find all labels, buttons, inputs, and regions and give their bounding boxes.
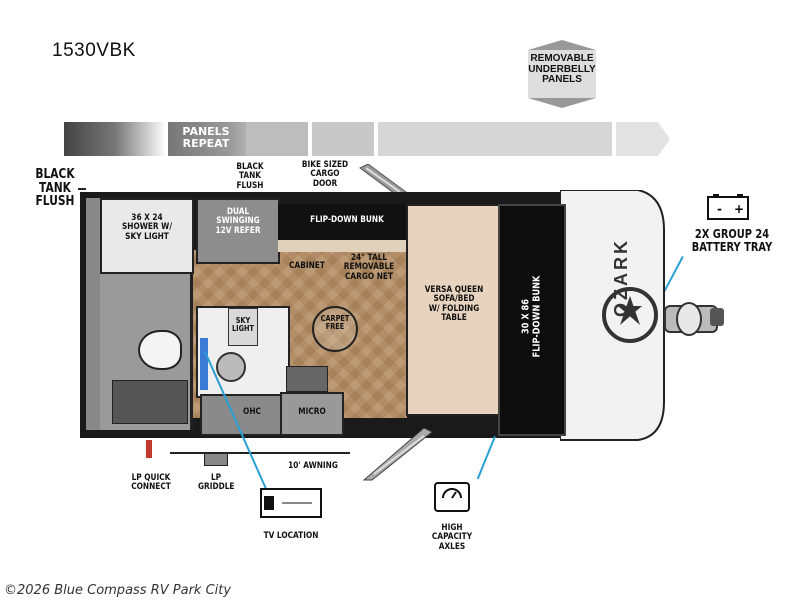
versa-queen-sofa: VERSA QUEEN SOFA/BED W/ FOLDING TABLE [406, 204, 502, 416]
flip-down-bunk-side: 30 X 86 FLIP-DOWN BUNK [498, 204, 566, 436]
cabinet-shelf [278, 240, 416, 252]
axle-pointer-line [476, 436, 496, 480]
sky-line2: LIGHT [232, 324, 254, 334]
cargo-line3: CARGO NET [345, 271, 393, 282]
entry-door-open-icon [362, 428, 433, 481]
cargo-net-label: 24" TALL REMOVABLE CARGO NET [340, 253, 397, 282]
lpqc-line1: LP QUICK [131, 473, 171, 483]
lp-griddle-label: LP GRIDDLE [197, 473, 235, 493]
versa-line4: TABLE [441, 313, 467, 324]
black-tank-pointer-line [78, 188, 86, 190]
carpet-line2: FREE [325, 322, 345, 332]
stove [286, 366, 328, 392]
btf-left-line2: FLUSH [35, 194, 75, 210]
nose-cap [560, 190, 665, 441]
panel-bar: PANELS REPEAT [64, 122, 670, 156]
tv-icon [260, 488, 322, 518]
battery-line2: BATTERY TRAY [691, 239, 773, 254]
axles-line1: HIGH CAPACITY [431, 523, 473, 543]
battery-tray-label: 2X GROUP 24 BATTERY TRAY [686, 228, 778, 253]
ohc-cabinet: OHC [200, 394, 284, 436]
versa-line2: SOFA/BED [433, 294, 475, 305]
panel-segment-4 [378, 122, 612, 156]
panel-segment-arrow [616, 122, 670, 156]
model-name: 1530VBK [52, 40, 136, 61]
panel-repeat-line2: REPEAT [182, 137, 230, 151]
underbelly-badge: REMOVABLE UNDERBELLY PANELS [522, 38, 602, 110]
tv-location-label: TV LOCATION [263, 531, 319, 541]
battery-icon: - + [707, 194, 749, 220]
axles-line2: AXLES [438, 541, 466, 552]
underbelly-arrow-icon [528, 40, 596, 108]
svg-text:+: + [734, 202, 744, 216]
bike-cargo-door-label: BIKE SIZED CARGO DOOR [298, 160, 352, 189]
bike-line1: BIKE SIZED [301, 160, 349, 170]
versa-line3: W/ FOLDING [428, 303, 480, 314]
scale-icon [434, 482, 470, 512]
refer-line2: SWINGING [216, 216, 260, 227]
lpg-line1: LP [210, 473, 222, 483]
side-bunk-line2: FLIP-DOWN BUNK [531, 275, 542, 358]
black-tank-flush-label-left: BLACK TANK FLUSH [26, 168, 83, 209]
underbelly-line3: PANELS [542, 74, 582, 85]
cargo-line1: 24" TALL [350, 253, 388, 263]
shower-line3: SKY LIGHT [125, 231, 169, 242]
underbelly-line2: UNDERBELLY [528, 63, 596, 75]
cabinet-label: CABINET [289, 261, 325, 271]
micro-label: MICRO [298, 407, 326, 417]
kitchen-sink [216, 352, 246, 382]
tv-led-strip [200, 338, 208, 390]
lp-quick-connect-icon [146, 440, 152, 458]
flip-bunk-top-label: FLIP-DOWN BUNK [310, 215, 384, 225]
microwave: MICRO [280, 392, 344, 436]
bathroom-vanity [112, 380, 188, 424]
toilet [138, 330, 182, 370]
bike-line2: CARGO DOOR [310, 169, 340, 189]
sky-line1: SKY [235, 316, 251, 325]
awning-label: 10' AWNING [288, 461, 338, 471]
lpg-line2: GRIDDLE [197, 482, 235, 493]
svg-text:-: - [717, 202, 722, 216]
lpqc-line2: CONNECT [131, 482, 171, 493]
sky-light: SKY LIGHT [228, 308, 258, 346]
btf-left-line1: BLACK TANK [35, 167, 75, 196]
panel-segment-3 [312, 122, 374, 156]
refer-line1: DUAL [226, 207, 250, 217]
panel-segment-2 [246, 122, 308, 156]
hitch-coupler [710, 308, 724, 326]
shower: 36 X 24 SHOWER W/ SKY LIGHT [100, 198, 194, 274]
lp-griddle-icon [204, 452, 228, 466]
refer-line3: 12V REFER [215, 225, 261, 236]
awning-line [170, 452, 350, 454]
cargo-line2: REMOVABLE [343, 262, 395, 273]
carpet-free-badge: CARPET FREE [312, 306, 358, 352]
versa-line1: VERSA QUEEN [424, 285, 484, 295]
brand-text: OZARK [611, 238, 631, 317]
refrigerator: DUAL SWINGING 12V REFER [196, 198, 280, 264]
panel-bar-start [64, 122, 166, 156]
hitch-jack [676, 302, 702, 336]
side-bunk-line1: 30 X 86 [520, 299, 532, 334]
shower-line2: SHOWER W/ [121, 222, 173, 233]
btf-top-line2: FLUSH [236, 180, 264, 191]
flip-down-bunk-top: FLIP-DOWN BUNK [278, 204, 416, 240]
copyright-text: ©2026 Blue Compass RV Park City [4, 583, 232, 598]
btf-top-line1: BLACK TANK [236, 162, 264, 182]
battery-line1: 2X GROUP 24 [694, 227, 770, 241]
ohc-label: OHC [243, 407, 261, 417]
axles-label: HIGH CAPACITY AXLES [421, 523, 483, 552]
underbelly-line1: REMOVABLE [530, 53, 594, 64]
panel-repeat-line1: PANELS [182, 125, 230, 138]
carpet-line1: CARPET [320, 314, 350, 323]
shower-line1: 36 X 24 [131, 213, 163, 223]
black-tank-flush-label-top: BLACK TANK FLUSH [225, 162, 274, 191]
lp-quick-connect-label: LP QUICK CONNECT [127, 473, 175, 493]
